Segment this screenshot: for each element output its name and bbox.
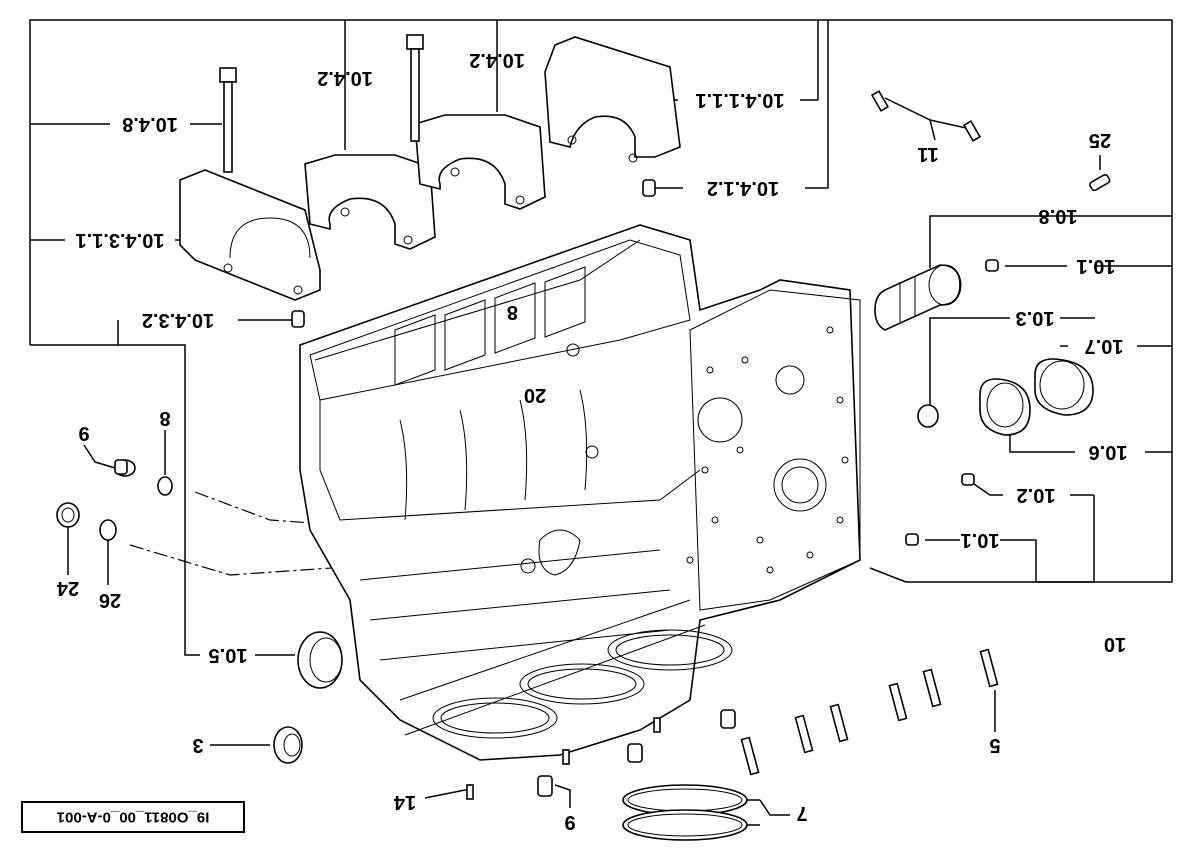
callout-8: 8: [159, 407, 170, 429]
small-parts: [291, 90, 1111, 546]
callout-3: 3: [192, 734, 203, 756]
drawing-code: I9_O0811_00_0-A-001: [57, 809, 210, 826]
callout-10-6: 10.6: [1089, 441, 1128, 463]
callout-11: 11: [917, 143, 938, 165]
bearing-cap-second: [304, 154, 436, 250]
engine-block: 8: [299, 224, 861, 761]
callout-10-1-bottom: 10.1: [961, 529, 1000, 551]
core-plug-10-5: [297, 631, 343, 689]
callout-labels: 10 10.1 10.1 10.2 10.3 10.4.1.1.1 10.4.1…: [56, 49, 1127, 833]
cap-bolt-left: [219, 67, 237, 173]
cam-bush: [874, 264, 962, 331]
callout-7: 7: [796, 802, 807, 824]
callout-10-1-top: 10.1: [1077, 255, 1116, 277]
o-rings-7: [622, 784, 748, 841]
callout-14: 14: [393, 791, 416, 813]
callout-10-3: 10.3: [1016, 307, 1055, 329]
callout-10-7: 10.7: [1085, 335, 1124, 357]
block-logo: 8: [507, 301, 518, 323]
callout-5: 5: [989, 734, 1000, 756]
callout-10-4-1-2: 10.4.1.2: [707, 177, 779, 199]
callout-24: 24: [56, 577, 79, 599]
plug-3: [273, 726, 303, 764]
seal-ring-26: [99, 519, 117, 541]
callout-26: 26: [99, 589, 121, 611]
seal-ring-8: [157, 476, 173, 496]
callout-10-4-3-2: 10.4.3.2: [142, 309, 214, 331]
callout-9-bottom: 9: [564, 811, 575, 833]
cap-bolt-right: [406, 34, 424, 142]
bushing-10-6: [979, 378, 1031, 436]
callout-10-4-3-1-1: 10.4.3.1.1: [76, 229, 165, 251]
callout-9-top: 9: [78, 422, 89, 444]
bearing-cap-rear: [544, 36, 681, 163]
bracket-leaders: [29, 19, 1173, 656]
callout-10-2: 10.2: [1017, 484, 1056, 506]
dowel-pins: [466, 709, 736, 800]
callout-10-4-8: 10.4.8: [122, 113, 178, 135]
callout-10-5: 10.5: [209, 644, 248, 666]
plug-24: [56, 502, 80, 528]
bearing-cap-third: [414, 114, 546, 210]
bearing-cap-front: [179, 169, 321, 301]
callout-10-4-2-a: 10.4.2: [317, 67, 373, 89]
bushing-10-7: [1034, 358, 1094, 416]
callout-10-8: 10.8: [1039, 205, 1078, 227]
callout-10-4-1-1-1: 10.4.1.1.1: [696, 89, 785, 111]
drawing-code-box: [21, 801, 245, 833]
studs-5: [740, 648, 999, 776]
plug-9: [114, 459, 136, 477]
callout-10: 10: [1104, 633, 1126, 655]
callout-25: 25: [1089, 129, 1111, 151]
bolt-hole-pattern: [686, 326, 849, 574]
callout-10-4-2-b: 10.4.2: [469, 49, 525, 71]
callout-20: 20: [524, 384, 546, 406]
